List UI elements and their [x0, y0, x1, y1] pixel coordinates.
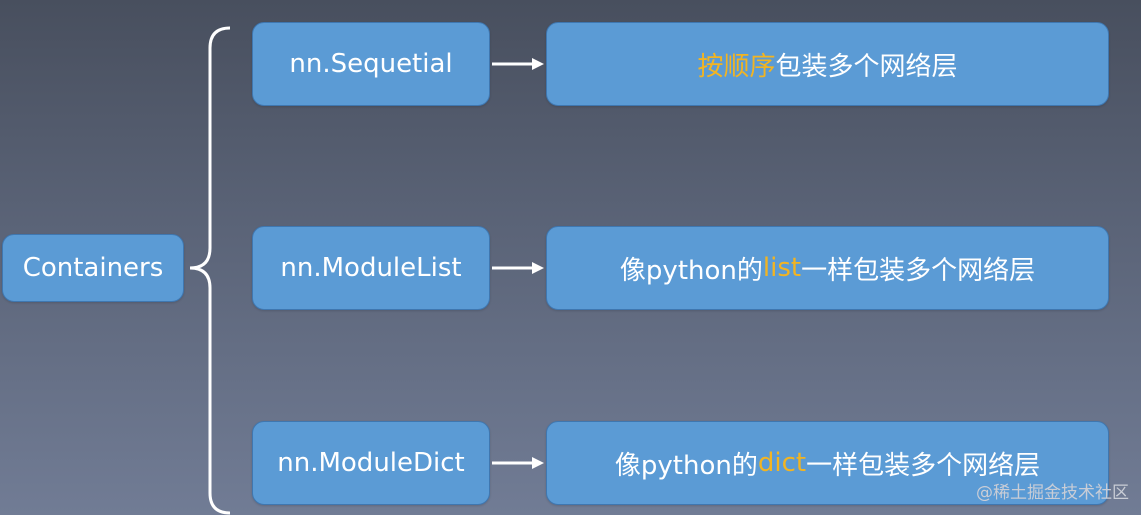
sequential-node: nn.Sequetial [252, 22, 490, 106]
modulelist-desc-highlight: list [762, 253, 802, 283]
modulelist-desc-rest: 一样包装多个网络层 [801, 255, 1036, 286]
watermark: @稀土掘金技术社区 [976, 483, 1129, 503]
modulelist-node: nn.ModuleList [252, 226, 490, 310]
arrow-icon [492, 262, 544, 274]
moduledict-node: nn.ModuleDict [252, 421, 490, 505]
arrow-icon [492, 457, 544, 469]
moduledict-desc-highlight: dict [757, 448, 807, 478]
sequential-label: nn.Sequetial [289, 49, 453, 79]
containers-node: Containers [2, 234, 184, 302]
modulelist-label: nn.ModuleList [280, 253, 462, 283]
sequential-description: 按顺序包装多个网络层 [546, 22, 1109, 106]
arrow-icon [492, 58, 544, 70]
curly-brace-connector [189, 26, 231, 515]
moduledict-desc-prefix: 像python的 [614, 450, 758, 481]
sequential-desc-highlight: 按顺序 [697, 51, 776, 82]
moduledict-label: nn.ModuleDict [277, 448, 465, 478]
sequential-desc-rest: 包装多个网络层 [775, 51, 958, 82]
modulelist-desc-prefix: 像python的 [619, 255, 763, 286]
containers-label: Containers [22, 253, 164, 283]
moduledict-desc-rest: 一样包装多个网络层 [806, 450, 1041, 481]
